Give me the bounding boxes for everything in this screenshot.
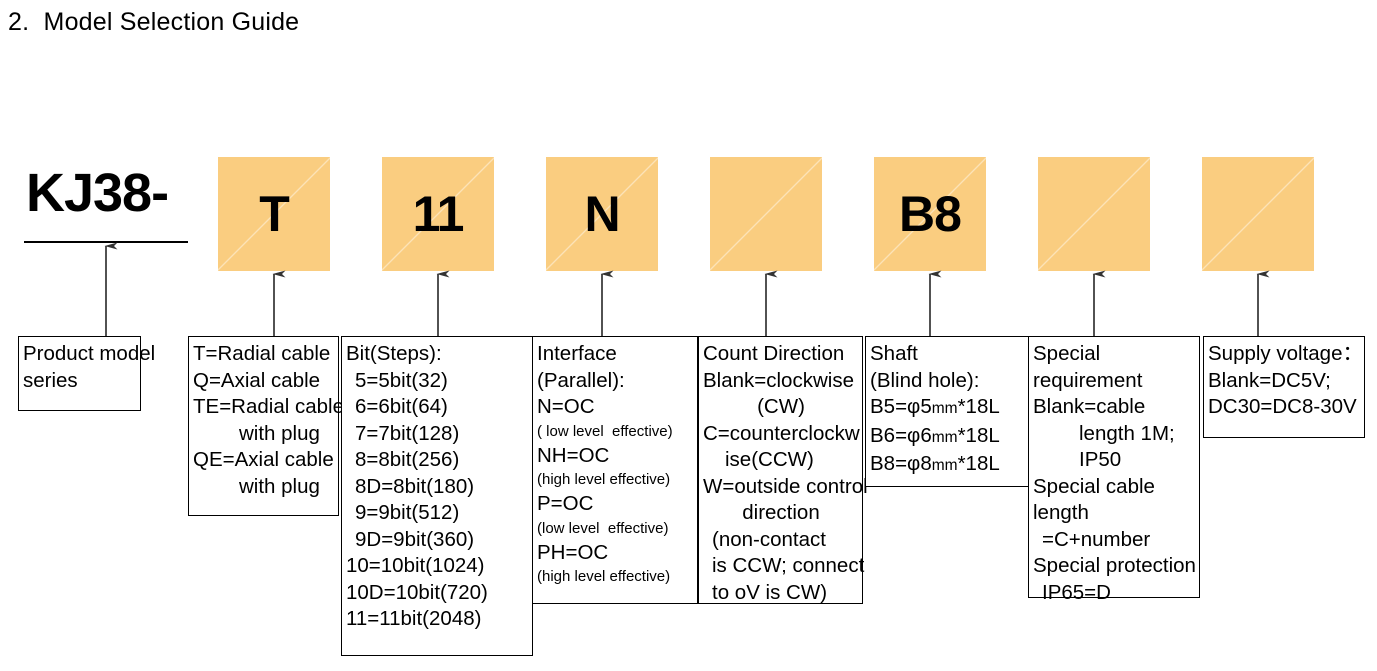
desc-text-line: 11=11bit(2048)	[346, 607, 482, 630]
desc-text-line: (non-contact	[712, 527, 826, 551]
desc-text-line: Product model	[23, 342, 156, 365]
desc-text-line: Blank=cable	[1033, 395, 1146, 418]
desc-text-line: series	[23, 368, 78, 392]
desc-text-line: (Parallel):	[537, 368, 625, 392]
desc-special-requirement[interactable]: Special requirement Blank=cable length 1…	[1028, 336, 1200, 604]
desc-text-line: IP65=D	[1042, 580, 1111, 604]
desc-text-line: (low level effective)	[537, 519, 669, 537]
model-code-diagram: KJ38- T 11 N B8	[0, 0, 1377, 336]
desc-text-line: =C+number	[1042, 527, 1151, 551]
desc-text-line: W=outside control	[703, 474, 868, 498]
desc-text-line: Interface	[537, 342, 617, 365]
desc-text-line: Blank=DC5V;	[1208, 368, 1331, 392]
model-code-prefix: KJ38-	[26, 163, 169, 223]
desc-text-line: T=Radial cable	[193, 342, 331, 365]
desc-text-line: Supply voltage：	[1208, 342, 1363, 365]
desc-text-line: PH=OC	[537, 540, 609, 564]
code-box-label: B8	[899, 186, 962, 242]
desc-text-line: with plug	[239, 421, 320, 445]
desc-text-line: C=counterclockw	[703, 421, 860, 445]
desc-product-model-series[interactable]: Product model series	[18, 336, 156, 411]
desc-text-line: IP50	[1079, 448, 1122, 471]
desc-text-line: N=OC	[537, 395, 595, 418]
desc-text-line: (high level effective)	[537, 471, 671, 488]
desc-text-line: length	[1033, 501, 1089, 524]
desc-text-line: Special cable	[1033, 474, 1155, 498]
desc-text-line: B6=φ6mm*18L	[870, 423, 1000, 447]
desc-text-line: ise(CCW)	[725, 448, 814, 471]
desc-text-line: is CCW; connect	[712, 554, 865, 577]
desc-text-line: Count Direction	[703, 342, 845, 365]
desc-cable-type[interactable]: T=Radial cable Q=Axial cable TE=Radial c…	[188, 336, 344, 516]
code-box-label: 11	[412, 186, 465, 242]
desc-bit-steps[interactable]: Bit(Steps): 5=5bit(32) 6=6bit(64) 7=7bit…	[341, 336, 533, 656]
desc-text-line: QE=Axial cable	[193, 448, 334, 471]
desc-text-line: 5=5bit(32)	[355, 368, 448, 392]
desc-text-line: 9=9bit(512)	[355, 501, 460, 524]
desc-text-line: 8=8bit(256)	[355, 448, 460, 471]
desc-text-line: direction	[742, 501, 820, 524]
desc-text-line: (high level effective)	[537, 568, 671, 585]
desc-text-line: 9D=9bit(360)	[355, 527, 475, 551]
code-box-label: N	[584, 186, 620, 242]
code-box-label: T	[259, 186, 290, 242]
desc-text-line: (CW)	[757, 395, 805, 418]
desc-text-line: 7=7bit(128)	[355, 421, 460, 445]
desc-text-line: B5=φ5mm*18L	[870, 395, 1000, 418]
desc-text-line: (Blind hole):	[870, 368, 980, 392]
desc-text-line: with plug	[239, 474, 320, 498]
desc-supply-voltage[interactable]: Supply voltage： Blank=DC5V; DC30=DC8-30V	[1203, 336, 1365, 438]
desc-text-line: Special	[1033, 342, 1101, 365]
desc-shaft[interactable]: Shaft (Blind hole): B5=φ5mm*18L B6=φ6mm*…	[865, 336, 1035, 487]
desc-text-line: length 1M;	[1079, 421, 1175, 445]
leader-arrows	[104, 242, 1270, 336]
desc-text-line: 10D=10bit(720)	[346, 580, 488, 604]
desc-text-line: TE=Radial cable	[193, 395, 344, 418]
desc-text-line: NH=OC	[537, 443, 610, 467]
desc-text-line: Q=Axial cable	[193, 368, 321, 392]
desc-text-line: 10=10bit(1024)	[346, 554, 485, 577]
desc-text-line: Bit(Steps):	[346, 342, 442, 365]
desc-text-line: 8D=8bit(180)	[355, 474, 475, 498]
desc-text-line: Special protection	[1033, 554, 1196, 577]
desc-text-line: B8=φ8mm*18L	[870, 452, 1000, 475]
desc-text-line: Shaft	[870, 342, 918, 365]
desc-text-line: requirement	[1033, 368, 1143, 392]
desc-interface[interactable]: Interface (Parallel): N=OC ( low level e…	[532, 336, 698, 604]
page-title: 2. Model Selection Guide	[8, 8, 300, 36]
model-code-prefix-underline	[24, 241, 188, 243]
desc-text-line: ( low level effective)	[537, 422, 673, 440]
desc-text-line: Blank=clockwise	[703, 368, 854, 392]
desc-text-line: 6=6bit(64)	[355, 395, 448, 418]
desc-text-line: DC30=DC8-30V	[1208, 395, 1357, 418]
desc-text-line: P=OC	[537, 492, 594, 515]
desc-count-direction[interactable]: Count Direction Blank=clockwise (CW) C=c…	[698, 336, 868, 604]
desc-text-line: to oV is CW)	[712, 580, 828, 604]
